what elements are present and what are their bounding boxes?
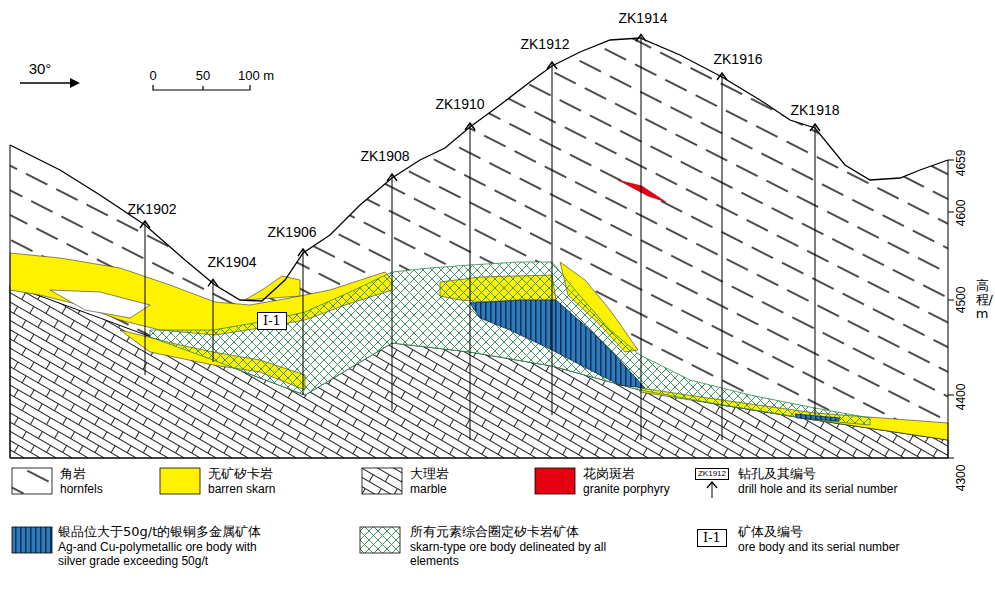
elevation-number: 4600 xyxy=(955,200,969,227)
drill-collar-arrow xyxy=(140,221,150,228)
drill-collar-arrow xyxy=(810,124,820,131)
drill-hole-label: ZK1910 xyxy=(435,96,484,112)
legend-label: 钻孔及其编号 xyxy=(738,467,816,482)
hornfels-area xyxy=(10,38,948,458)
drill-collar-arrow xyxy=(387,174,397,181)
legend-english: skarn-type ore body delineated by all el… xyxy=(410,541,615,569)
azimuth-arrowhead xyxy=(70,78,80,88)
drill-collar-arrow xyxy=(547,62,557,69)
azimuth-arrow xyxy=(20,82,72,84)
drill-hole-label: ZK1914 xyxy=(618,10,667,26)
ore-body-ground xyxy=(150,262,870,425)
drill-hole xyxy=(722,73,723,440)
ground-surface xyxy=(10,38,948,301)
drill-symbol-arrow xyxy=(707,482,717,488)
drill-hole-label: ZK1902 xyxy=(127,201,176,217)
geologic-section xyxy=(10,34,954,458)
drill-hole-label: ZK1918 xyxy=(790,102,839,118)
legend-swatch xyxy=(160,468,200,494)
drill-collar-arrow xyxy=(465,123,475,130)
ore-body-number: Ⅰ-1 xyxy=(263,314,281,329)
legend-sample xyxy=(707,482,717,498)
axis-tick xyxy=(948,160,954,161)
elevation-number: 4300 xyxy=(955,465,969,492)
axis-tick xyxy=(948,458,954,459)
legend-label: 无矿矽卡岩 xyxy=(208,467,273,482)
legend-swatch xyxy=(535,468,575,494)
scale-tick xyxy=(202,86,203,90)
legend-swatch xyxy=(12,527,52,553)
axis-title: 高程/m xyxy=(976,279,989,322)
axis-tick xyxy=(948,212,954,213)
legend-english: drill hole and its serial number xyxy=(738,483,897,497)
axis-tick xyxy=(948,395,954,396)
legend-swatch xyxy=(362,468,402,494)
hornfels-lens xyxy=(50,290,150,318)
axis-tick xyxy=(948,300,954,301)
legend-sample xyxy=(362,468,402,494)
drill-hole-label: ZK1912 xyxy=(520,36,569,52)
scale-number: 100 m xyxy=(238,69,274,84)
drill-hole-label: ZK1916 xyxy=(713,51,762,67)
legend-sample xyxy=(535,468,575,494)
legend-label: 角岩 xyxy=(60,467,86,482)
drill-collar-arrow xyxy=(636,34,646,41)
scale-number: 0 xyxy=(149,69,156,84)
legend-english: Ag-and Cu-polymetallic ore body with sil… xyxy=(58,541,280,569)
azimuth-label: 30° xyxy=(29,60,52,77)
legend-sample xyxy=(12,468,52,494)
legend-label: 银品位大于50g/t的银铜多金属矿体 xyxy=(58,525,261,540)
legend-label: 所有元素综合圈定矽卡岩矿体 xyxy=(410,525,579,540)
drill-symbol xyxy=(712,482,713,498)
drill-hole xyxy=(303,249,304,395)
silver-ore-body xyxy=(470,300,645,388)
elevation-number: 4400 xyxy=(955,384,969,411)
drill-hole xyxy=(815,124,816,415)
legend-swatch xyxy=(12,468,52,494)
drill-hole xyxy=(641,34,642,440)
drill-collar-arrow xyxy=(298,249,308,256)
ore-body-number: Ⅰ-1 xyxy=(703,531,721,546)
silver-ore-body xyxy=(795,414,840,421)
legend-english: granite porphyry xyxy=(583,483,670,497)
ore-body-number-box: Ⅰ-1 xyxy=(697,529,727,548)
legend-sample xyxy=(160,468,200,494)
skarn-ore-body xyxy=(150,262,870,425)
legend-label: 矿体及编号 xyxy=(738,525,803,540)
legend-english: ore body and its serial number xyxy=(738,541,899,555)
legend-swatch xyxy=(360,527,400,553)
drill-hole xyxy=(145,221,146,375)
drill-symbol-label: ZK1912 xyxy=(695,468,729,479)
drill-hole xyxy=(470,123,471,440)
legend-english: marble xyxy=(410,483,447,497)
legend-english: barren skarn xyxy=(208,483,275,497)
legend-english: hornfels xyxy=(60,483,103,497)
drill-hole-label: ZK1906 xyxy=(267,224,316,240)
elevation-number: 4500 xyxy=(955,287,969,314)
legend-label: 花岗斑岩 xyxy=(583,467,635,482)
section-frame xyxy=(10,145,948,458)
drill-hole-label: ZK1904 xyxy=(207,254,256,270)
drill-collar-arrow xyxy=(717,73,727,80)
drill-hole xyxy=(213,279,214,362)
drill-collar-arrow xyxy=(208,279,218,286)
elevation-number: 4659 xyxy=(955,150,969,177)
ore-body-number-box: Ⅰ-1 xyxy=(257,312,287,331)
scale-bar xyxy=(153,85,250,90)
scale-number: 50 xyxy=(196,69,210,84)
drill-hole xyxy=(392,174,393,410)
drill-hole xyxy=(552,62,553,415)
legend-sample xyxy=(12,527,52,553)
legend-label: 大理岩 xyxy=(410,467,449,482)
legend-sample xyxy=(360,527,400,553)
barren-skarn xyxy=(245,276,300,300)
drill-hole-label: ZK1908 xyxy=(360,148,409,164)
granite-porphyry xyxy=(618,180,666,202)
